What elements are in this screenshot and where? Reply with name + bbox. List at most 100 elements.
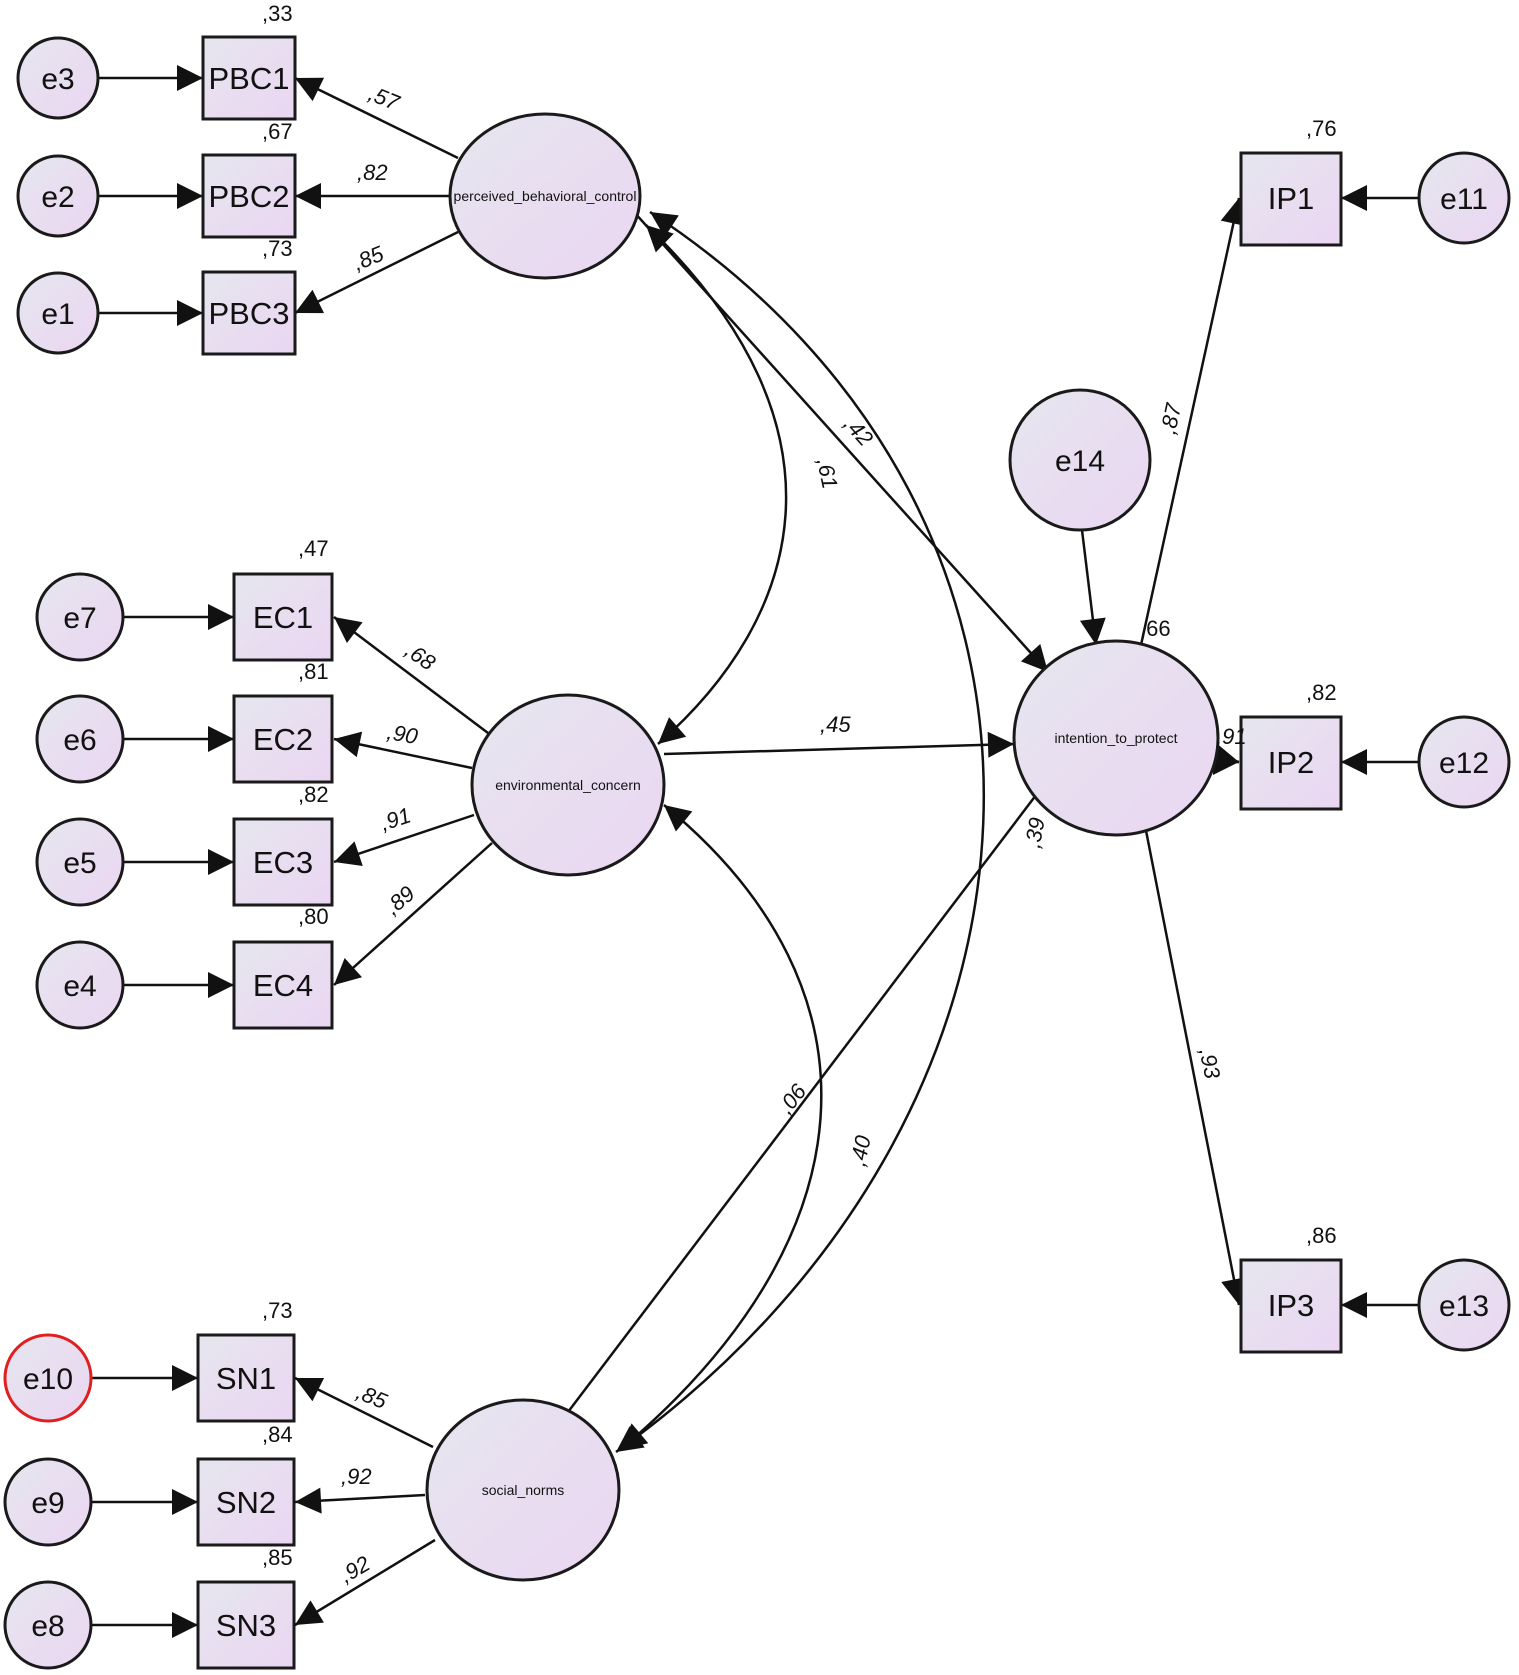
r2-ip: ,66 — [1140, 616, 1171, 641]
latent-pbc-label: perceived_behavioral_control — [454, 188, 637, 204]
error-e11-label: e11 — [1440, 183, 1488, 216]
corr-ec-sn — [619, 804, 823, 1451]
loading-label-ec3: ,91 — [377, 802, 414, 835]
error-e6: e6 — [35, 694, 125, 784]
latent-ec: environmental_concern — [470, 693, 666, 877]
error-e5: e5 — [35, 817, 125, 907]
error-e9-label: e9 — [31, 1487, 64, 1520]
r2-ip1: ,76 — [1306, 116, 1337, 141]
observed-ip1-label: IP1 — [1268, 181, 1315, 216]
observed-ip2: IP2 — [1239, 715, 1343, 811]
observed-pbc3: PBC3 — [201, 270, 297, 356]
r2-ip2: ,82 — [1306, 680, 1337, 705]
error-e6-label: e6 — [63, 724, 96, 757]
observed-sn3-label: SN3 — [216, 1608, 276, 1643]
error-e4: e4 — [35, 940, 125, 1030]
observed-sn3: SN3 — [196, 1580, 296, 1670]
error-e2: e2 — [16, 154, 100, 238]
error-e13-label: e13 — [1439, 1290, 1489, 1323]
r2-ip3: ,86 — [1306, 1223, 1337, 1248]
loading-ec-ec1 — [333, 616, 493, 737]
error-e1-label: e1 — [41, 298, 74, 331]
latent-pbc: perceived_behavioral_control — [448, 112, 642, 280]
loading-label-ip2: ,91 — [1216, 724, 1247, 749]
error-e7: e7 — [35, 572, 125, 662]
error-terms: e3 e2 e1 e7 e6 e5 e4 e10 — [3, 36, 1511, 1670]
error-e1: e1 — [16, 271, 100, 355]
arrow-e14-ip — [1079, 529, 1106, 646]
observed-ec4-label: EC4 — [253, 968, 313, 1003]
loading-label-ec2: ,90 — [385, 719, 420, 749]
observed-sn2: SN2 — [196, 1457, 296, 1547]
observed-pbc3-label: PBC3 — [209, 296, 290, 331]
loading-label-sn2: ,92 — [341, 1464, 372, 1489]
error-e11: e11 — [1417, 151, 1511, 245]
error-e14: e14 — [1008, 388, 1152, 532]
r2-ec2: ,81 — [298, 659, 329, 684]
error-e2-label: e2 — [41, 181, 74, 214]
error-e8: e8 — [3, 1580, 93, 1670]
r2-ec4: ,80 — [298, 904, 329, 929]
r2-pbc2: ,67 — [262, 119, 293, 144]
observed-ec4: EC4 — [232, 940, 334, 1030]
observed-ec2-label: EC2 — [253, 722, 313, 757]
observed-pbc2: PBC2 — [201, 153, 297, 239]
loading-sn-sn1 — [294, 1376, 434, 1449]
observed-ec1-label: EC1 — [253, 600, 313, 635]
observed-ip2-label: IP2 — [1268, 745, 1315, 780]
error-e12-label: e12 — [1439, 747, 1489, 780]
observed-ec3: EC3 — [232, 817, 334, 907]
r2-pbc3: ,73 — [262, 236, 293, 261]
observed-sn2-label: SN2 — [216, 1485, 276, 1520]
error-e3: e3 — [16, 36, 100, 120]
observed-sn1: SN1 — [196, 1333, 296, 1423]
loading-ip-ip1 — [1139, 197, 1247, 646]
observed-ec3-label: EC3 — [253, 845, 313, 880]
error-e14-label: e14 — [1055, 445, 1105, 478]
error-e7-label: e7 — [63, 602, 96, 635]
loading-sn-sn2 — [294, 1487, 426, 1514]
corr-pbc-ec — [645, 224, 788, 745]
loading-label-ec1: ,68 — [401, 637, 441, 675]
loading-ec-ec4 — [333, 842, 493, 986]
latent-ip: intention_to_protect — [1012, 639, 1220, 837]
observed-pbc1-label: PBC1 — [209, 61, 290, 96]
observed-ip3: IP3 — [1239, 1258, 1343, 1354]
corr-pbc-sn — [615, 210, 986, 1454]
loading-label-sn3: ,92 — [335, 1551, 374, 1588]
path-label-sn-ip: ,06 — [773, 1079, 812, 1119]
error-e13: e13 — [1417, 1258, 1511, 1352]
corr-label-ec-sn: ,39 — [1020, 816, 1050, 850]
error-e8-label: e8 — [31, 1610, 64, 1643]
loading-pbc-pbc3 — [294, 230, 459, 315]
observed-ec2: EC2 — [232, 694, 334, 784]
r-squared-labels: ,33 ,67 ,73 ,47 ,81 ,82 ,80 ,73 ,84 ,85 … — [262, 1, 1337, 1570]
r2-sn2: ,84 — [262, 1422, 293, 1447]
observed-pbc1: PBC1 — [201, 35, 297, 121]
observed-variables: PBC1 PBC2 PBC3 EC1 EC2 EC3 EC4 SN1 — [196, 35, 1343, 1670]
loading-pbc-pbc1 — [294, 76, 459, 160]
edges — [91, 65, 1419, 1638]
observed-ip1: IP1 — [1239, 151, 1343, 247]
r2-ec1: ,47 — [298, 536, 329, 561]
observed-ip3-label: IP3 — [1268, 1288, 1315, 1323]
path-ec-ip — [663, 731, 1015, 758]
corr-label-pbc-sn: ,40 — [845, 1132, 876, 1168]
r2-sn3: ,85 — [262, 1545, 293, 1570]
latent-variables: perceived_behavioral_control environment… — [425, 112, 1220, 1582]
path-pbc-ip — [633, 211, 1049, 673]
corr-label-pbc-ec: ,61 — [812, 456, 843, 491]
latent-ec-label: environmental_concern — [495, 777, 641, 793]
r2-pbc1: ,33 — [262, 1, 293, 26]
observed-sn1-label: SN1 — [216, 1361, 276, 1396]
error-e5-label: e5 — [63, 847, 96, 880]
weight-labels: ,57 ,82 ,85 ,68 ,90 ,91 ,89 ,85 ,92 ,92 … — [335, 81, 1246, 1588]
observed-ec1: EC1 — [232, 572, 334, 662]
observed-pbc2-label: PBC2 — [209, 179, 290, 214]
path-label-ec-ip: ,45 — [820, 712, 851, 737]
error-e4-label: e4 — [63, 970, 96, 1003]
r2-ec3: ,82 — [298, 782, 329, 807]
loading-label-pbc1: ,57 — [365, 81, 403, 116]
loading-label-ip3: ,93 — [1194, 1046, 1225, 1082]
